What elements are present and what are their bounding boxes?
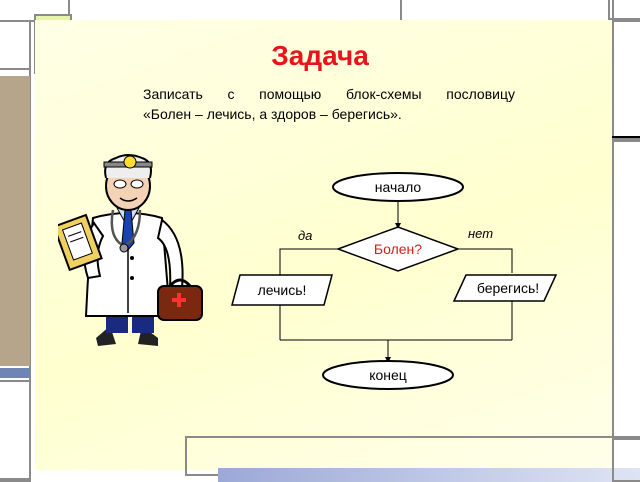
deco-left-box-1 [0, 20, 31, 70]
deco-frame-top-right-small [608, 0, 640, 20]
flowchart-end [322, 360, 454, 390]
deco-left-brown [0, 76, 30, 366]
task-text: Записать с помощью блок-схемы пословицу … [143, 84, 515, 124]
flowchart-yes-action-label: лечись! [258, 282, 307, 298]
deco-right-line [612, 136, 640, 138]
slide-title: Задача [271, 40, 369, 71]
deco-left-bottom-box [0, 380, 31, 482]
deco-bottom-right-box [612, 436, 640, 482]
doctor-cartoon-icon [58, 154, 203, 346]
deco-left-blue [0, 368, 30, 378]
flowchart-no-label: нет [468, 226, 493, 241]
flowchart-start-label: начало [375, 179, 422, 195]
deco-right-box-top [612, 20, 640, 140]
flowchart: начало Болен? да нет лечись! берегись! к… [231, 172, 558, 390]
flowchart-yes-action [231, 274, 333, 306]
flowchart-start [332, 172, 464, 202]
flowchart-no-action [452, 274, 558, 302]
flowchart-no-action-label: берегись! [477, 280, 539, 296]
flowchart-decision [335, 226, 461, 272]
deco-right-box-mid [612, 140, 640, 440]
deco-bottom-gradient-bar [218, 468, 640, 482]
flowchart-end-label: конец [369, 367, 407, 383]
task-line-2: «Болен – лечись, а здоров – берегись». [143, 106, 402, 122]
flowchart-decision-label: Болен? [374, 241, 422, 257]
task-line-1: Записать с помощью блок-схемы пословицу [143, 86, 515, 102]
flowchart-yes-label: да [298, 228, 312, 243]
